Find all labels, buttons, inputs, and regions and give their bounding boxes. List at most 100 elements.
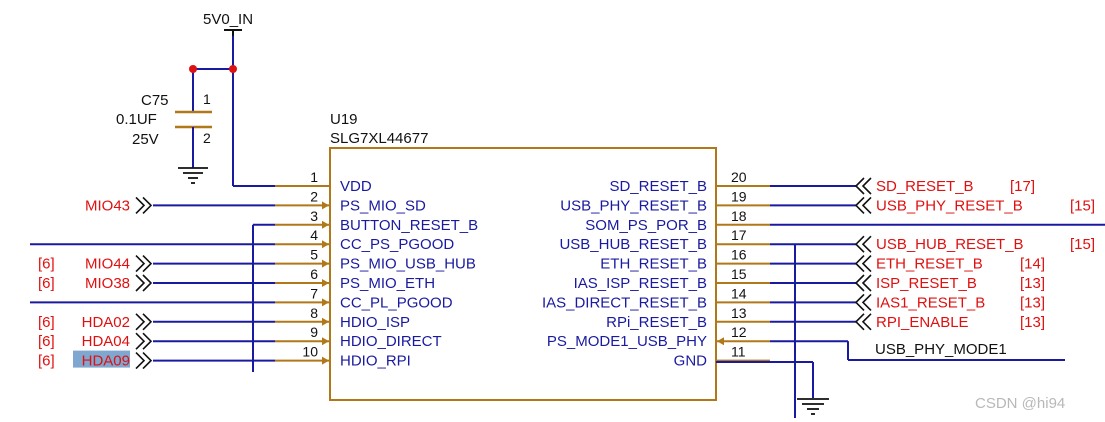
net-name[interactable]: MIO43 [85, 197, 130, 214]
net-name[interactable]: USB_PHY_RESET_B [876, 197, 1023, 214]
pin-number: 20 [731, 169, 747, 185]
net-name[interactable]: MIO38 [85, 275, 130, 292]
net-name[interactable]: HDA02 [82, 314, 130, 331]
power-net-label: 5V0_IN [203, 11, 253, 28]
pin-name: CC_PL_PGOOD [340, 294, 453, 311]
cap-voltage: 25V [132, 131, 159, 148]
net-name[interactable]: RPI_ENABLE [876, 314, 969, 331]
pin-number: 9 [310, 324, 318, 340]
offpage-connector-icon [135, 313, 153, 331]
pin-number: 8 [310, 305, 318, 321]
net-ref: [15] [1070, 236, 1095, 253]
pin-name: USB_PHY_RESET_B [560, 197, 707, 214]
net-name[interactable]: HDA09 [82, 353, 130, 370]
net-ref: [6] [38, 353, 55, 370]
net-name[interactable]: HDA04 [82, 333, 130, 350]
pin-number: 18 [731, 208, 747, 224]
pin-name: IAS_ISP_RESET_B [574, 275, 707, 292]
pin-name: SD_RESET_B [609, 178, 707, 195]
offpage-connector-icon [854, 235, 872, 253]
pin-name: HDIO_RPI [340, 353, 411, 370]
pin-name: VDD [340, 178, 372, 195]
chip-body [329, 147, 717, 401]
net-ref: [6] [38, 275, 55, 292]
pin-number: 16 [731, 247, 747, 263]
offpage-connector-icon [854, 196, 872, 214]
pin-name: RPi_RESET_B [606, 314, 707, 331]
net-ref: [15] [1070, 197, 1095, 214]
net-ref: [17] [1010, 178, 1035, 195]
cap-pin1: 1 [203, 91, 211, 107]
net-ref: [14] [1020, 256, 1045, 273]
pin-name: HDIO_DIRECT [340, 333, 442, 350]
pin-number: 3 [310, 208, 318, 224]
net-name[interactable]: SD_RESET_B [876, 178, 974, 195]
pin-number: 12 [731, 324, 747, 340]
net-name[interactable]: ETH_RESET_B [876, 256, 983, 273]
net-name[interactable]: MIO44 [85, 256, 130, 273]
junction-dot [189, 65, 197, 73]
pin-name: USB_HUB_RESET_B [559, 236, 707, 253]
pin-number: 4 [310, 227, 318, 243]
net-ref: [6] [38, 314, 55, 331]
pin-arrow [322, 337, 329, 346]
offpage-connector-icon [135, 332, 153, 350]
right-pins: 20SD_RESET_B19USB_PHY_RESET_B18SOM_PS_PO… [542, 169, 770, 370]
usb-phy-mode-label: USB_PHY_MODE1 [875, 341, 1007, 358]
net-ref: [13] [1020, 314, 1045, 331]
ground-symbol-chip [797, 398, 829, 415]
pin-arrow [322, 279, 329, 287]
pin-number: 5 [310, 247, 318, 263]
offpage-connector-icon [135, 352, 153, 370]
cap-ref: C75 [141, 92, 169, 109]
pin-name: BUTTON_RESET_B [340, 217, 478, 234]
offpage-connector-icon [135, 196, 153, 214]
pin-number: 2 [310, 188, 318, 204]
pin-name: IAS_DIRECT_RESET_B [542, 294, 707, 311]
pin-name: PS_MIO_ETH [340, 275, 435, 292]
pin-name: HDIO_ISP [340, 314, 410, 331]
wires [30, 185, 1105, 418]
pin-name: ETH_RESET_B [600, 256, 707, 273]
left-pins: 1VDD2PS_MIO_SD3BUTTON_RESET_B4CC_PS_PGOO… [275, 169, 478, 370]
pin-arrow [322, 220, 329, 229]
offpage-connector-icon [135, 274, 153, 292]
pin-number: 7 [310, 285, 318, 301]
offpage-connector-icon [854, 177, 872, 195]
pin-number: 13 [731, 305, 747, 321]
chip-ref: U19 [330, 111, 358, 128]
offpage-connector-icon [854, 313, 872, 331]
watermark: CSDN @hi94 [975, 395, 1065, 412]
chip-part: SLG7XL44677 [330, 130, 428, 147]
pin-arrow [322, 240, 329, 249]
net-ref: [6] [38, 256, 55, 273]
selection-highlight [73, 350, 130, 368]
net-ref: [6] [38, 333, 55, 350]
offpage-connector-icon [854, 274, 872, 292]
pin-name: PS_MODE1_USB_PHY [547, 333, 707, 350]
cap-pin2: 2 [203, 130, 211, 146]
net-name[interactable]: ISP_RESET_B [876, 275, 977, 292]
pin-number: 15 [731, 266, 747, 282]
pin-name: GND [674, 353, 708, 370]
net-ref: [13] [1020, 294, 1045, 311]
pin-number: 14 [731, 285, 747, 301]
pin-number: 10 [302, 344, 318, 360]
pin-name: PS_MIO_USB_HUB [340, 256, 476, 273]
net-name[interactable]: IAS1_RESET_B [876, 294, 985, 311]
offpage-connector-icon [135, 255, 153, 273]
pin-arrow [717, 337, 724, 346]
pin-number: 17 [731, 227, 747, 243]
net-ref: [13] [1020, 275, 1045, 292]
cap-value: 0.1UF [116, 111, 157, 128]
pin-name: PS_MIO_SD [340, 197, 426, 214]
offpage-connector-icon [854, 293, 872, 311]
pin-arrow [322, 298, 329, 307]
ground-symbol-cap [178, 167, 208, 184]
net-name[interactable]: USB_HUB_RESET_B [876, 236, 1024, 253]
pin-number: 19 [731, 188, 747, 204]
junction-dot [229, 65, 237, 73]
pin-number: 6 [310, 266, 318, 282]
